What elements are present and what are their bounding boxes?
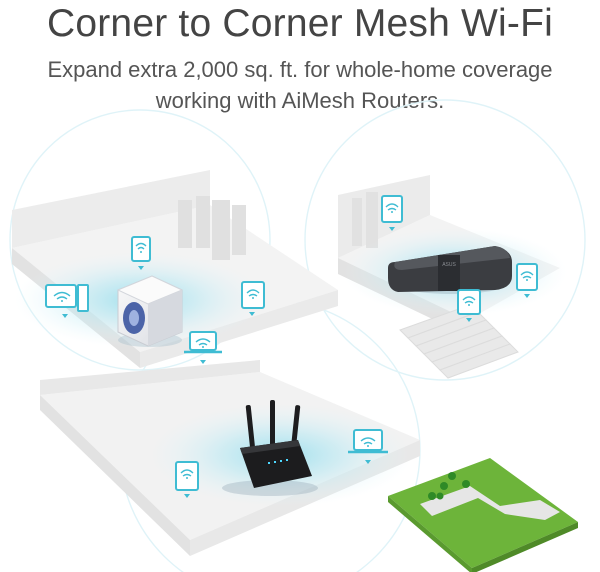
upper-left-back-wall [12, 170, 210, 248]
subheadline-line-1: Expand extra 2,000 sq. ft. for whole-hom… [47, 57, 553, 82]
tablet-wifi-icon [131, 236, 151, 270]
tablet-wifi-icon [457, 289, 481, 322]
device-icons [45, 195, 538, 498]
satellite-brand-logo: ASUS [442, 262, 456, 268]
phone-wifi-icon [516, 263, 538, 298]
cube-router [116, 275, 184, 347]
desktop-wifi-icon [45, 284, 89, 318]
laptop-wifi-icon [348, 429, 388, 464]
laptop-wifi-icon [184, 331, 222, 364]
antenna-router [222, 400, 318, 496]
tablet-wifi-icon [381, 195, 403, 231]
garden-patch [388, 458, 578, 572]
tablet-wifi-icon [175, 461, 199, 498]
headline: Corner to Corner Mesh Wi-Fi [46, 2, 553, 45]
phone-wifi-icon [241, 281, 265, 316]
